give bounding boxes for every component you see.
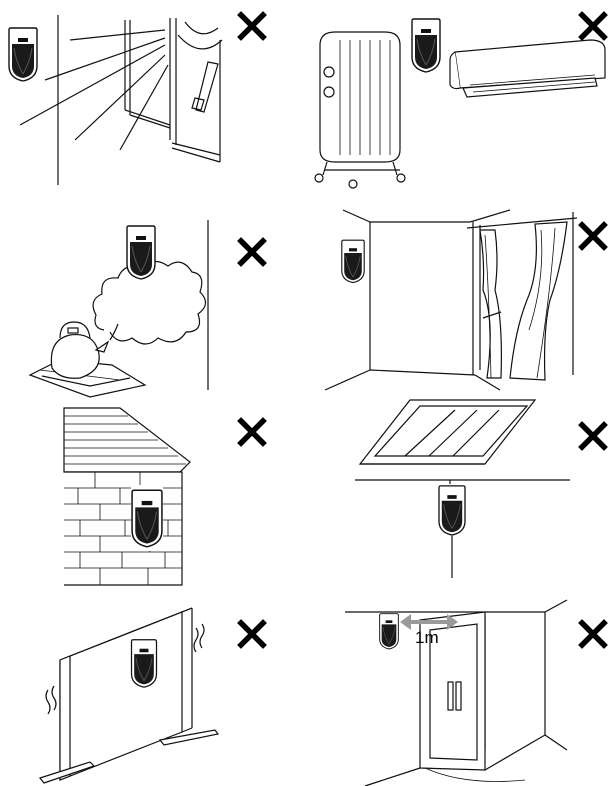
panel-vibrating-partition	[0, 590, 300, 786]
motion-sensor-icon	[411, 18, 441, 73]
panel-fluorescent-light	[305, 399, 609, 590]
motion-sensor-icon	[438, 485, 466, 536]
heaters-aircon-illustration	[314, 18, 606, 189]
panel-sunlight-window	[0, 0, 300, 195]
x-mark-icon	[577, 10, 609, 42]
x-mark-icon	[236, 416, 268, 448]
panel-heaters-aircon	[305, 0, 609, 195]
motion-sensor-icon	[8, 27, 38, 82]
distance-label: 1m	[415, 628, 439, 647]
vibrating-partition-illustration	[38, 607, 220, 784]
x-mark-icon	[577, 618, 609, 650]
motion-sensor-icon	[379, 613, 399, 650]
sunlight-window-illustration	[8, 15, 223, 185]
motion-sensor-icon	[130, 639, 158, 688]
curtains-draft-illustration	[324, 209, 578, 391]
panel-kettle-steam	[0, 200, 300, 400]
motion-sensor-icon	[341, 239, 365, 284]
panel-curtains-draft	[305, 200, 609, 400]
x-mark-icon	[236, 10, 268, 42]
outdoor-wall-illustration	[63, 407, 191, 586]
panel-outdoor-wall	[0, 400, 300, 590]
near-door-illustration	[345, 599, 568, 786]
kettle-steam-illustration	[28, 220, 209, 398]
x-mark-icon	[577, 220, 609, 252]
panel-near-door: 1m	[305, 590, 609, 786]
x-mark-icon	[577, 420, 609, 452]
motion-sensor-icon	[126, 225, 156, 280]
x-mark-icon	[236, 618, 268, 650]
fluorescent-light-illustration	[355, 399, 570, 578]
x-mark-icon	[236, 236, 268, 268]
motion-sensor-icon	[131, 489, 163, 548]
